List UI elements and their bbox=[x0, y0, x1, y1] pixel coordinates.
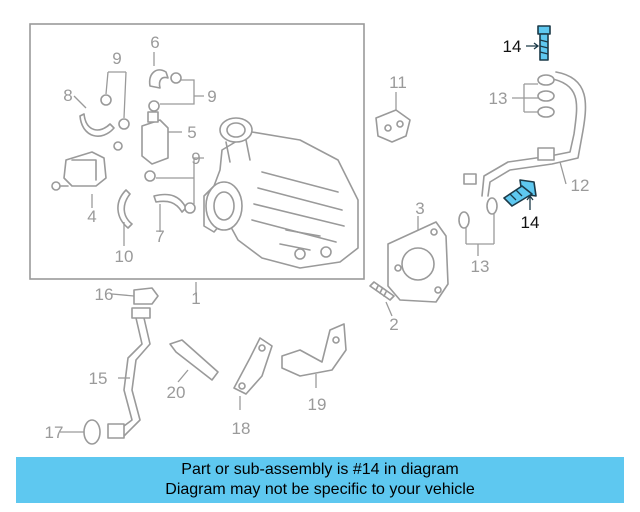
part-13-washers bbox=[458, 74, 555, 229]
callout-7: 7 bbox=[155, 227, 164, 246]
part-16-drawing bbox=[133, 287, 159, 305]
part-19-drawing bbox=[281, 323, 347, 377]
callout-14-lower: 14 bbox=[521, 213, 540, 232]
part-10-drawing bbox=[117, 189, 133, 229]
callout-15: 15 bbox=[89, 369, 108, 388]
callout-1: 1 bbox=[191, 289, 200, 308]
callout-16: 16 bbox=[95, 285, 114, 304]
leader-lines bbox=[60, 52, 567, 433]
part-notice-banner: Part or sub-assembly is #14 in diagram D… bbox=[16, 457, 624, 503]
parts-diagram: 1 2 3 4 5 6 7 8 9 9 9 10 11 12 13 13 14 … bbox=[29, 23, 590, 445]
banner-line-2: Diagram may not be specific to your vehi… bbox=[165, 481, 475, 498]
callout-9-top: 9 bbox=[112, 49, 121, 68]
callout-18: 18 bbox=[232, 419, 251, 438]
assembly-frame bbox=[29, 23, 365, 280]
callout-17: 17 bbox=[45, 423, 64, 442]
callout-11: 11 bbox=[389, 73, 407, 92]
part-8-drawing bbox=[79, 113, 115, 137]
part-6-drawing bbox=[148, 69, 169, 89]
part-17-drawing bbox=[83, 419, 101, 445]
callout-8: 8 bbox=[63, 86, 72, 105]
part-12-drawing bbox=[463, 71, 587, 197]
callout-19: 19 bbox=[308, 395, 327, 414]
part-5-drawing bbox=[113, 111, 169, 165]
callout-9-lower: 9 bbox=[191, 149, 200, 168]
callout-9-right: 9 bbox=[207, 87, 216, 106]
banner-line-1: Part or sub-assembly is #14 in diagram bbox=[181, 461, 459, 478]
callout-12: 12 bbox=[571, 176, 590, 195]
part-3-drawing bbox=[387, 221, 449, 303]
callout-13-lower: 13 bbox=[471, 257, 490, 276]
callout-3: 3 bbox=[415, 199, 424, 218]
turbocharger-drawing bbox=[203, 117, 359, 269]
callout-5: 5 bbox=[187, 123, 196, 142]
callout-6: 6 bbox=[150, 33, 159, 52]
callout-13-top: 13 bbox=[489, 89, 508, 108]
part-11-drawing bbox=[375, 109, 411, 143]
part-14-bolt-lower bbox=[503, 179, 537, 207]
part-18-drawing bbox=[233, 337, 273, 395]
callout-14-top: 14 bbox=[503, 37, 522, 56]
callout-20: 20 bbox=[167, 383, 186, 402]
part-2-drawing bbox=[369, 281, 395, 301]
part-15-drawing bbox=[107, 307, 151, 439]
part-7-drawing bbox=[153, 193, 187, 213]
part-9-clamps bbox=[100, 72, 196, 214]
callout-2: 2 bbox=[389, 315, 398, 334]
callout-4: 4 bbox=[87, 207, 96, 226]
callout-10: 10 bbox=[115, 247, 134, 266]
part-14-bolt-top bbox=[537, 25, 551, 61]
highlight-leader-lines bbox=[526, 42, 540, 210]
part-20-drawing bbox=[169, 339, 219, 381]
part-4-drawing bbox=[51, 151, 107, 191]
